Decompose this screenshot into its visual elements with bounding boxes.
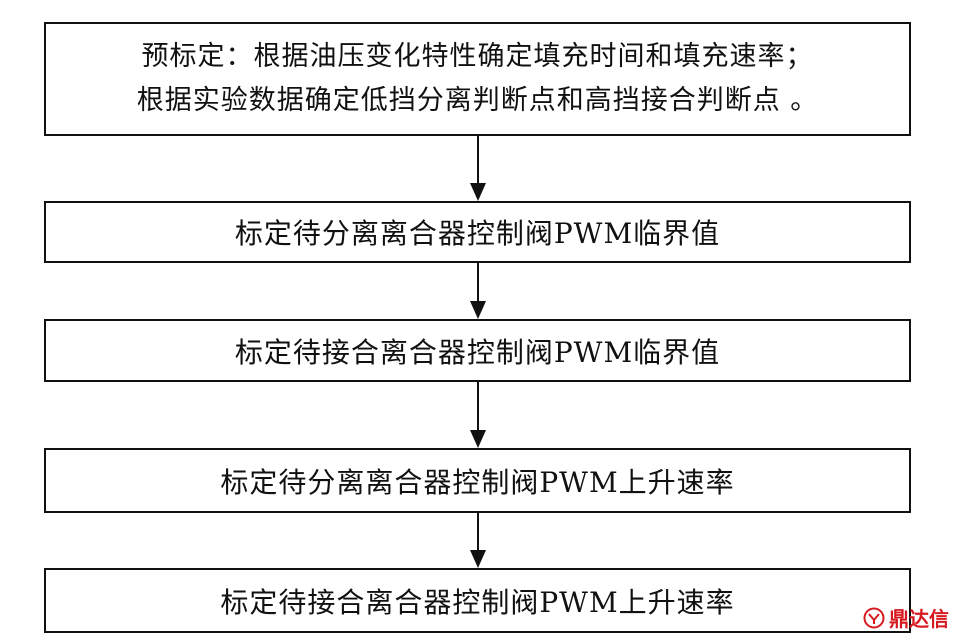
watermark: 鼎达信: [863, 603, 949, 632]
watermark-text: 鼎达信: [889, 607, 949, 631]
flow-step-disengage-threshold: 标定待分离离合器控制阀PWM临界值: [44, 201, 911, 263]
flow-step-engage-rate: 标定待接合离合器控制阀PWM上升速率: [44, 568, 911, 633]
flow-arrow: [470, 263, 486, 319]
brand-logo-icon: [863, 607, 885, 628]
flow-arrow: [470, 382, 486, 448]
flow-step-line: 预标定：根据油压变化特性确定填充时间和填充速率；: [141, 41, 814, 72]
flow-step-label: 标定待分离离合器控制阀PWM上升速率: [220, 465, 735, 499]
flow-arrow: [470, 136, 486, 201]
flow-step-label: 标定待分离离合器控制阀PWM临界值: [234, 217, 721, 250]
flow-step-engage-threshold: 标定待接合离合器控制阀PWM临界值: [44, 319, 911, 382]
flow-step-label: 标定待接合离合器控制阀PWM上升速率: [220, 585, 735, 619]
flow-arrow: [470, 513, 486, 568]
flow-step-disengage-rate: 标定待分离离合器控制阀PWM上升速率: [44, 448, 911, 513]
flow-step-line: 根据实验数据确定低挡分离判断点和高挡接合判断点 。: [136, 85, 819, 116]
flow-step-label: 标定待接合离合器控制阀PWM临界值: [234, 335, 721, 369]
flow-step-precalibration: 预标定：根据油压变化特性确定填充时间和填充速率； 根据实验数据确定低挡分离判断点…: [44, 22, 911, 136]
